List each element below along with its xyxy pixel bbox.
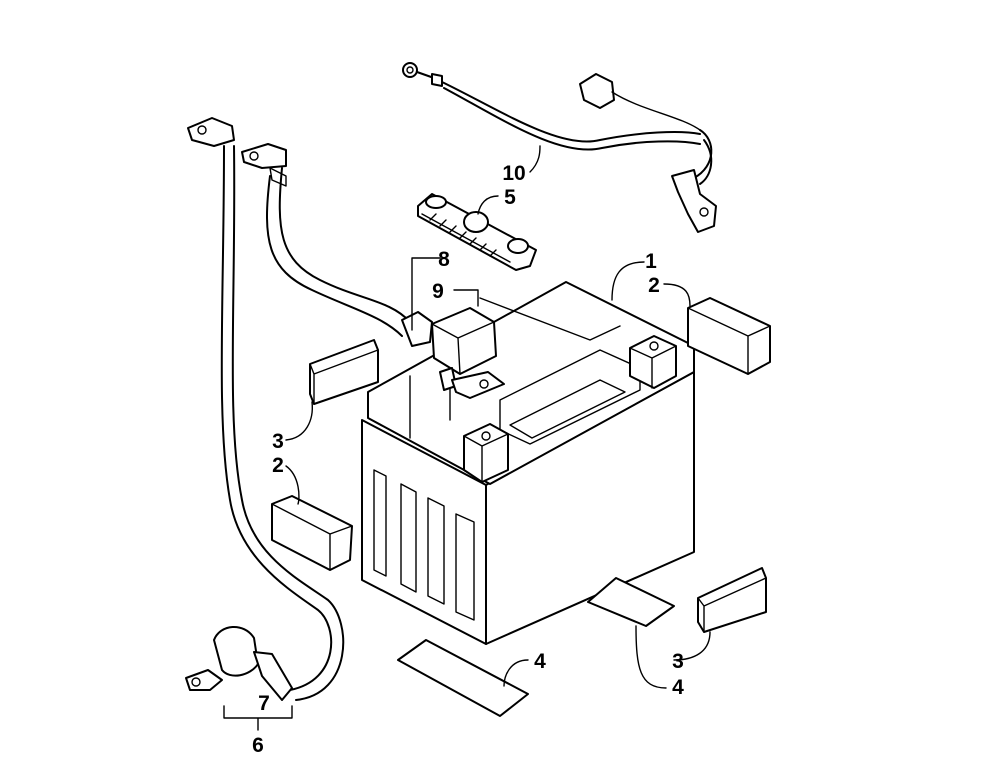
sheet-right (587, 577, 675, 627)
callout-10: 10 (502, 162, 525, 185)
callout-2-right: 2 (648, 274, 660, 297)
callout-6: 6 (252, 734, 264, 757)
hold-down-bracket (417, 193, 537, 271)
wire-harness (402, 62, 717, 233)
callout-4-right: 4 (672, 676, 684, 699)
pad-left-lower (271, 495, 353, 571)
callout-9: 9 (432, 280, 444, 303)
positive-cable (241, 143, 505, 399)
callout-8: 8 (438, 248, 450, 271)
pad-top-right (687, 297, 771, 375)
pad-right-lower (697, 567, 767, 633)
callout-4-front: 4 (534, 650, 546, 673)
callout-numbers: 1 2 3 2 3 4 4 5 10 8 9 7 6 (252, 162, 684, 757)
battery (361, 281, 695, 645)
callout-3-right: 3 (672, 650, 684, 673)
negative-cable (185, 117, 345, 701)
leader-lines (223, 145, 711, 731)
callout-5: 5 (504, 186, 516, 209)
callout-2-left: 2 (272, 454, 284, 477)
callout-3-left: 3 (272, 430, 284, 453)
sheet-front (397, 639, 529, 717)
callout-7: 7 (258, 692, 270, 715)
callout-1: 1 (645, 250, 657, 273)
pad-left-upper (309, 339, 379, 405)
